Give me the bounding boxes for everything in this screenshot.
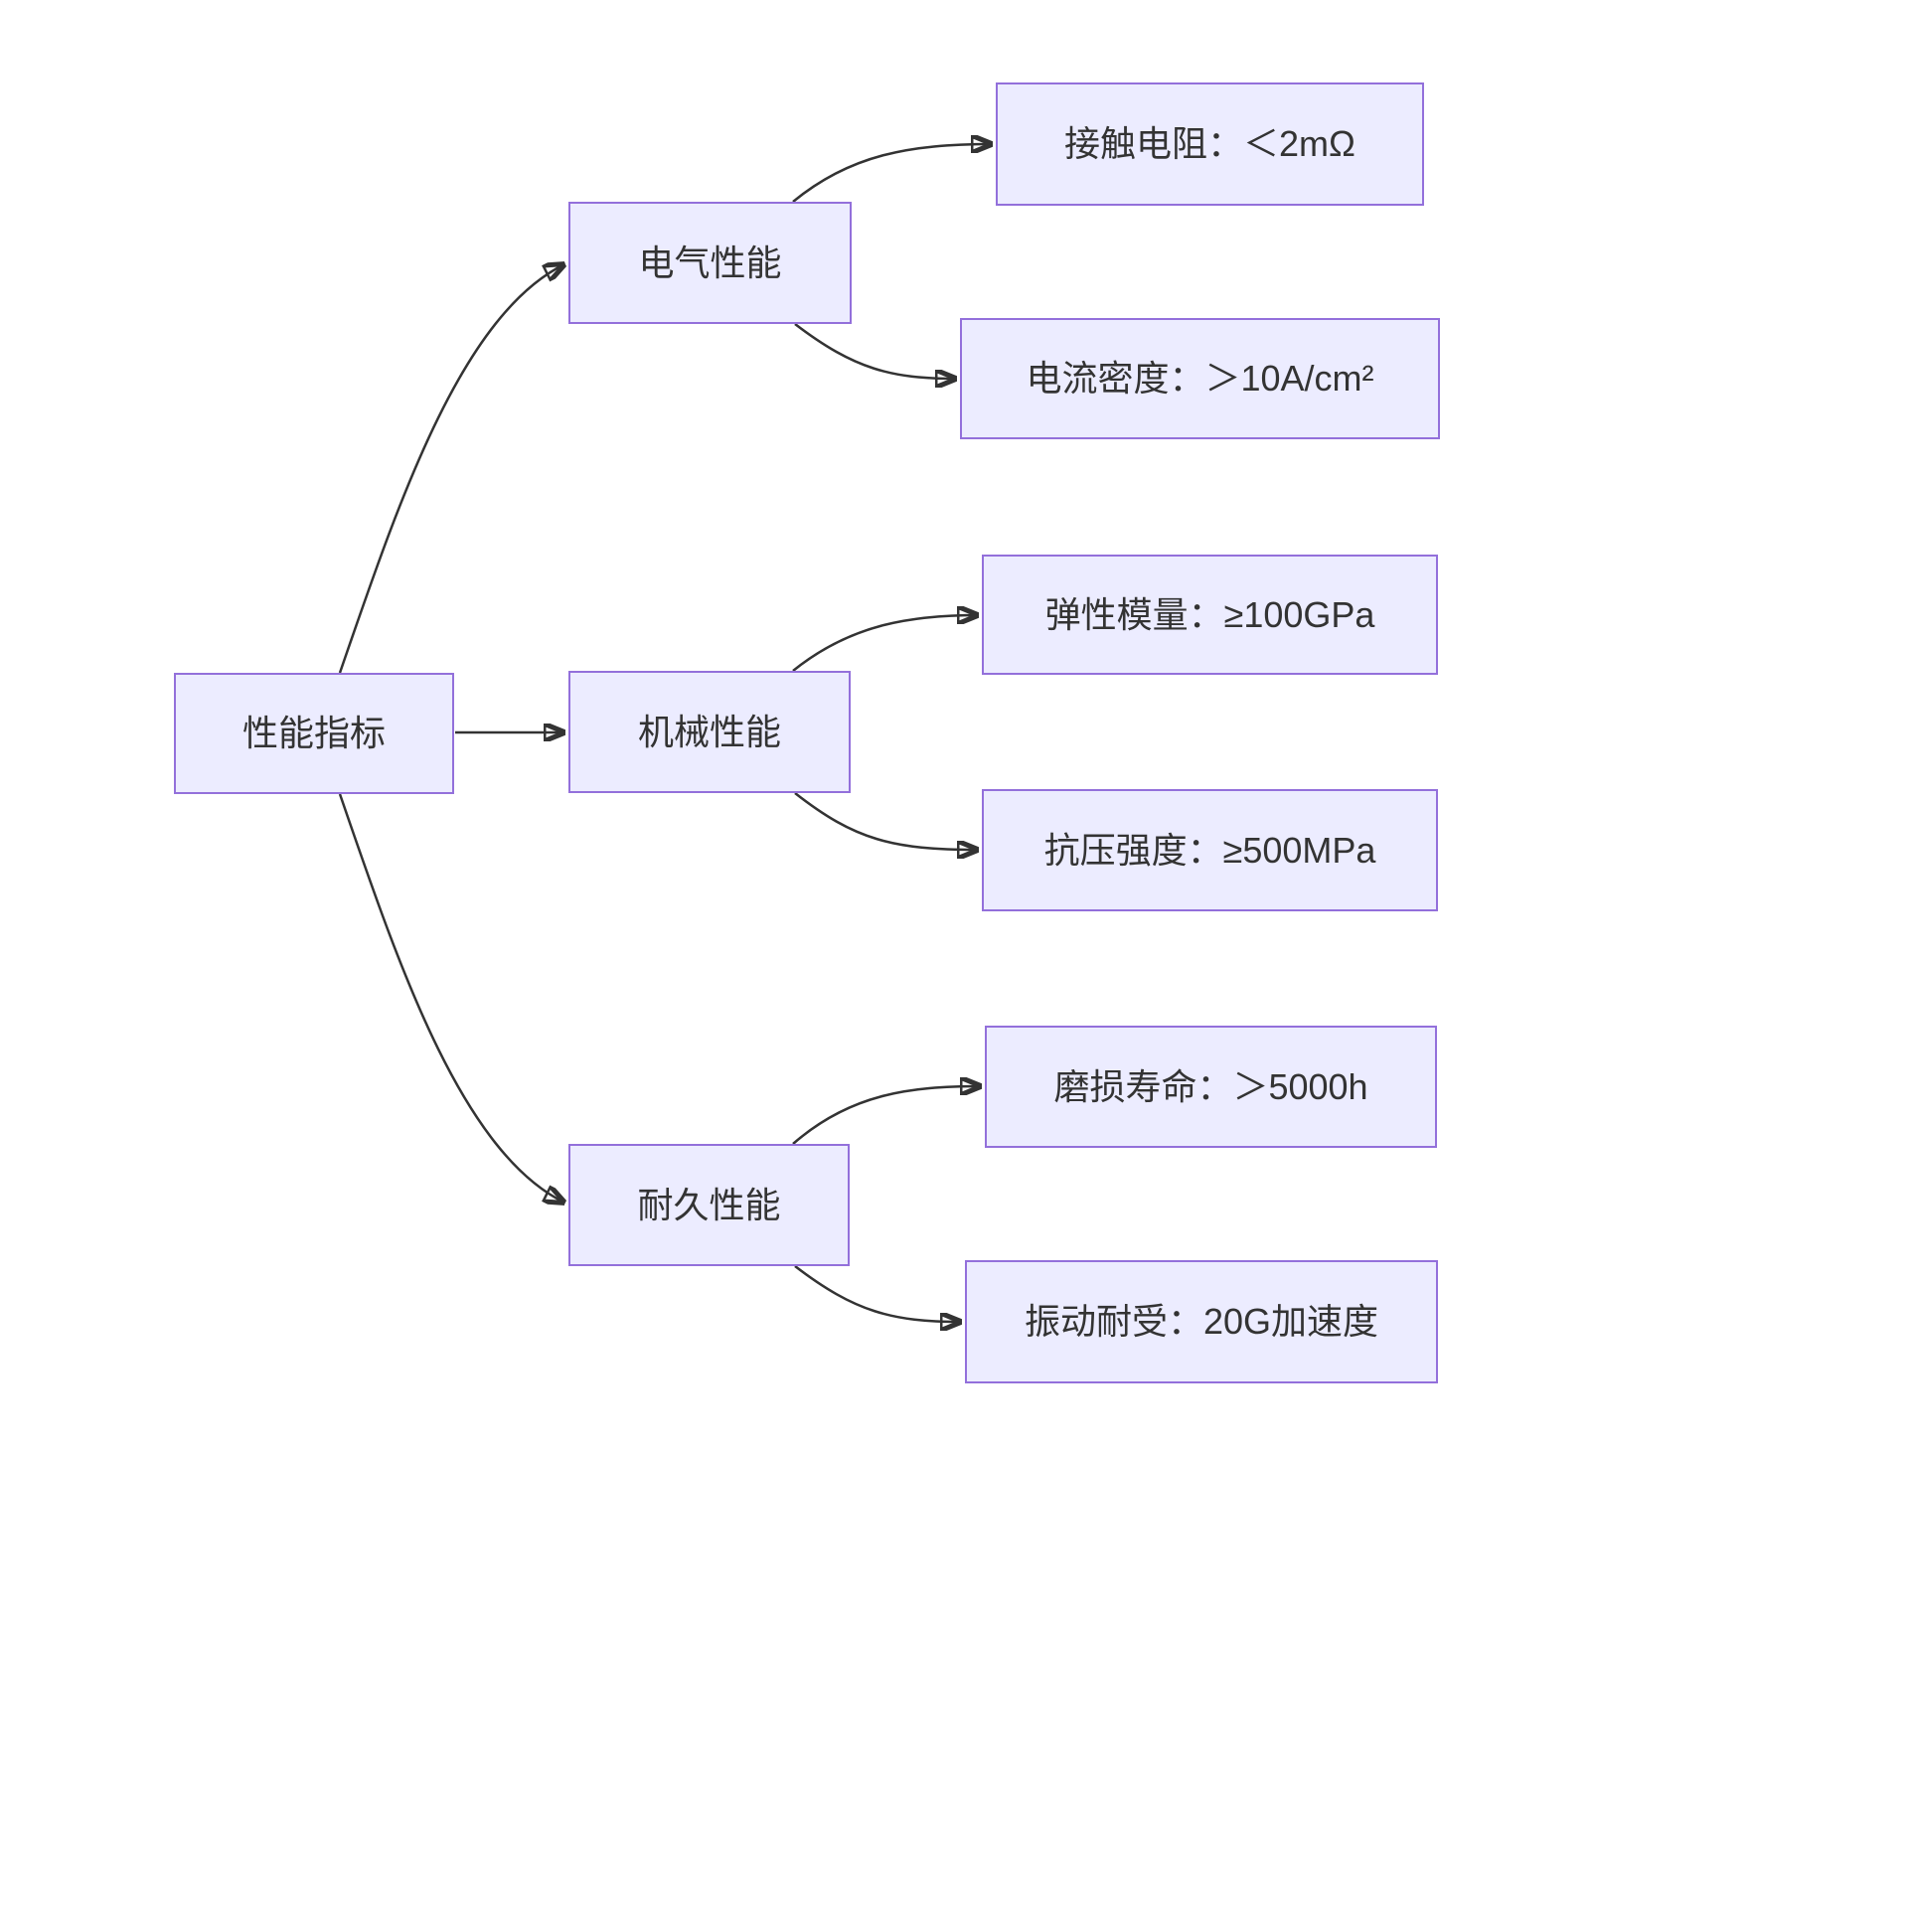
edge-durability-vibration bbox=[794, 1265, 961, 1322]
leaf-elastic-modulus: 弹性模量：≥100GPa bbox=[982, 555, 1438, 675]
leaf-wear-life: 磨损寿命：＞5000h bbox=[985, 1026, 1437, 1148]
leaf-current-density: 电流密度：＞10A/cm² bbox=[960, 318, 1440, 439]
edge-mechanical-compressive bbox=[794, 792, 978, 850]
node-root: 性能指标 bbox=[174, 673, 454, 794]
edge-durability-wear bbox=[792, 1086, 981, 1145]
node-mechanical-performance: 机械性能 bbox=[568, 671, 851, 793]
edge-electrical-contact bbox=[792, 144, 992, 203]
node-durability-performance: 耐久性能 bbox=[568, 1144, 850, 1266]
leaf-compressive-strength: 抗压强度：≥500MPa bbox=[982, 789, 1438, 911]
leaf-contact-resistance: 接触电阻：＜2mΩ bbox=[996, 82, 1424, 206]
node-electrical-performance: 电气性能 bbox=[568, 202, 852, 324]
leaf-vibration-resistance: 振动耐受：20G加速度 bbox=[965, 1260, 1438, 1383]
edge-root-electrical bbox=[338, 264, 564, 674]
edge-mechanical-elastic bbox=[792, 615, 978, 672]
edge-root-durability bbox=[338, 793, 564, 1203]
edge-electrical-current bbox=[794, 323, 956, 379]
